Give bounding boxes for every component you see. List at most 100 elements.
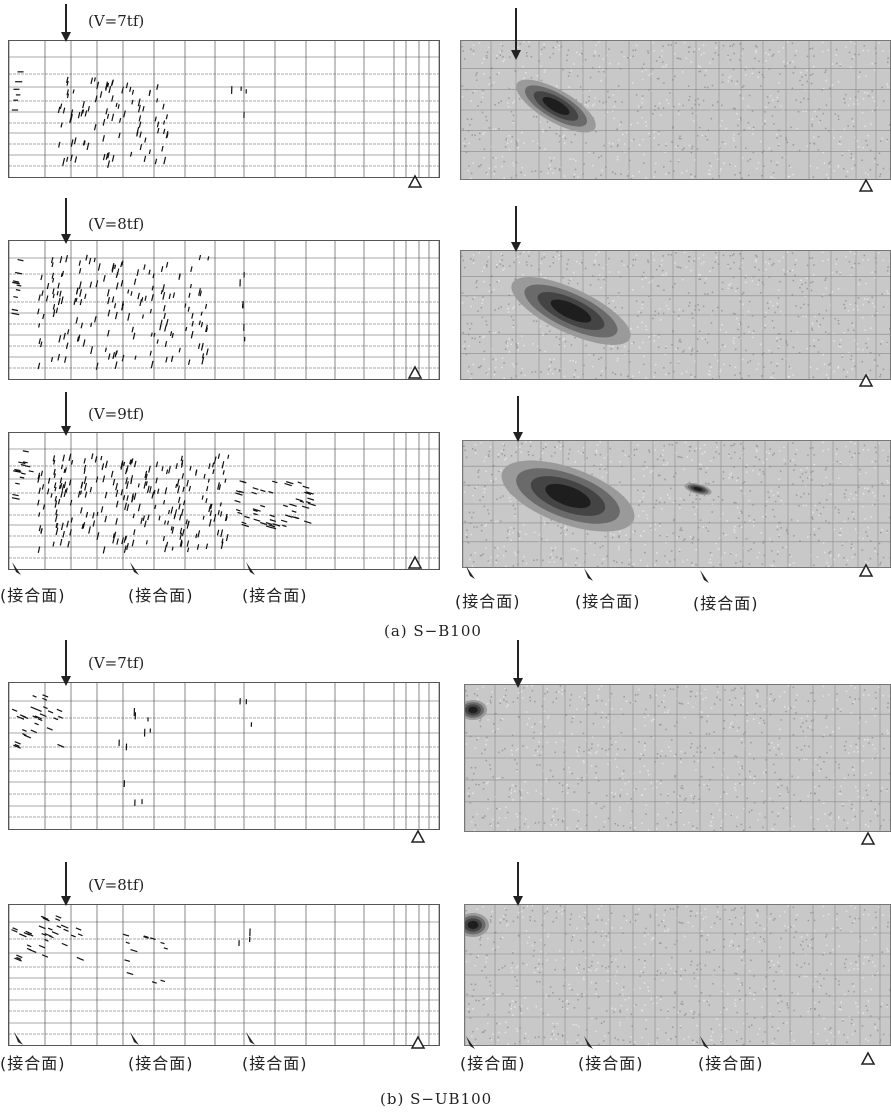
texture-dot — [779, 728, 781, 730]
texture-dot — [711, 511, 713, 513]
texture-dot — [535, 790, 538, 792]
texture-dot — [512, 532, 514, 534]
texture-dot — [678, 921, 681, 924]
texture-dot — [701, 930, 703, 932]
texture-dot — [768, 452, 770, 455]
texture-dot — [694, 103, 696, 106]
texture-dot — [879, 375, 881, 378]
texture-dot — [686, 455, 689, 458]
texture-dot — [695, 548, 697, 551]
texture-dot — [771, 550, 773, 552]
crack-mark — [200, 311, 203, 316]
texture-dot — [854, 164, 856, 167]
texture-dot — [643, 716, 646, 719]
crack-mark — [122, 495, 126, 501]
texture-dot — [865, 721, 867, 723]
texture-dot — [780, 527, 782, 529]
texture-dot — [499, 260, 501, 262]
texture-dot — [853, 497, 855, 500]
texture-dot — [705, 69, 707, 72]
texture-dot — [572, 1023, 575, 1026]
texture-dot — [758, 71, 761, 74]
crack-mark — [148, 465, 151, 473]
texture-dot — [689, 95, 691, 98]
texture-dot — [841, 544, 844, 547]
texture-dot — [837, 322, 840, 325]
texture-dot — [778, 129, 781, 132]
texture-dot — [485, 961, 487, 963]
texture-dot — [599, 441, 601, 443]
crack-mark — [137, 292, 140, 300]
texture-dot — [616, 357, 619, 360]
texture-dot — [733, 133, 735, 136]
texture-dot — [690, 61, 692, 63]
crack-mark — [283, 504, 288, 508]
texture-dot — [517, 342, 519, 345]
texture-dot — [490, 348, 493, 351]
texture-dot — [831, 461, 834, 463]
texture-dot — [734, 687, 737, 690]
texture-dot — [739, 782, 741, 785]
crack-mark — [58, 715, 64, 719]
crack-mark — [144, 295, 147, 301]
texture-dot — [576, 749, 578, 752]
texture-dot — [482, 89, 484, 92]
texture-dot — [567, 458, 570, 460]
texture-dot — [591, 736, 594, 738]
texture-dot — [480, 524, 483, 527]
texture-dot — [636, 326, 639, 328]
texture-dot — [624, 353, 626, 355]
texture-dot — [662, 979, 664, 982]
texture-dot — [834, 317, 836, 320]
texture-dot — [532, 559, 535, 562]
texture-dot — [584, 552, 587, 555]
crack-mark — [253, 509, 258, 513]
texture-dot — [712, 104, 714, 107]
texture-dot — [751, 72, 754, 75]
texture-dot — [525, 71, 527, 74]
texture-dot — [881, 86, 883, 89]
texture-dot — [665, 373, 667, 376]
texture-dot — [752, 504, 754, 506]
texture-dot — [653, 442, 655, 444]
texture-dot — [773, 560, 775, 563]
texture-dot — [792, 734, 795, 736]
texture-dot — [752, 332, 754, 334]
texture-dot — [762, 516, 764, 518]
texture-dot — [863, 45, 866, 47]
texture-dot — [786, 1004, 789, 1007]
texture-dot — [487, 719, 489, 721]
texture-dot — [629, 361, 631, 363]
texture-dot — [806, 55, 809, 58]
texture-dot — [886, 530, 888, 532]
texture-dot — [695, 563, 697, 566]
crack-mark — [127, 312, 131, 321]
texture-dot — [861, 1025, 864, 1027]
texture-dot — [762, 988, 765, 991]
texture-dot — [509, 1003, 511, 1005]
texture-dot — [762, 1017, 765, 1019]
texture-dot — [771, 55, 774, 57]
texture-dot — [811, 772, 814, 774]
texture-dot — [793, 535, 795, 537]
texture-dot — [810, 74, 812, 76]
crack-mark — [55, 509, 58, 515]
texture-dot — [511, 744, 514, 747]
texture-dot — [848, 540, 850, 543]
texture-dot — [850, 962, 852, 965]
texture-dot — [589, 89, 591, 91]
crack-mark — [40, 274, 43, 281]
texture-dot — [520, 171, 522, 174]
texture-dot — [806, 477, 809, 479]
texture-dot — [650, 720, 653, 722]
mesh-grid-b2 — [9, 905, 439, 1045]
texture-dot — [713, 829, 716, 831]
texture-dot — [889, 989, 890, 991]
texture-dot — [568, 279, 571, 282]
texture-dot — [881, 482, 884, 485]
texture-dot — [717, 54, 720, 56]
texture-dot — [512, 363, 514, 365]
crack-mark — [115, 350, 118, 355]
load-label-a1: (V=7tf) — [88, 12, 145, 30]
texture-dot — [805, 69, 808, 72]
